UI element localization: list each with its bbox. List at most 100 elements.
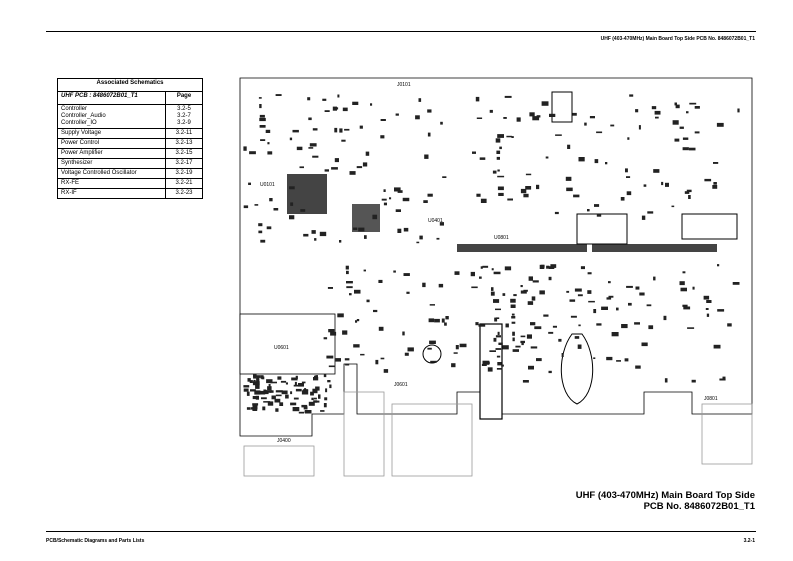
- pcb-pad: [344, 128, 350, 131]
- pcb-pad: [539, 290, 545, 295]
- pcb-pad: [451, 363, 456, 368]
- pcb-pad: [312, 128, 318, 131]
- pcb-pad: [326, 355, 334, 359]
- pcb-pad: [403, 273, 410, 276]
- pcb-pad: [322, 98, 327, 101]
- pcb-pad: [671, 205, 675, 208]
- schematic-page: 3.2-11: [165, 128, 203, 139]
- pcb-pad: [572, 112, 577, 116]
- pcb-pad: [335, 358, 341, 362]
- connector-j0400-outline: [243, 445, 315, 477]
- pcb-pad: [290, 402, 297, 406]
- pcb-pad: [436, 237, 440, 240]
- pcb-pad: [502, 345, 509, 350]
- pcb-pad: [422, 282, 426, 288]
- pcb-pad: [258, 223, 263, 227]
- pcb-pad: [606, 356, 613, 361]
- caption-line-2: PCB No. 8486072B01_T1: [643, 501, 755, 512]
- pcb-pad: [324, 169, 329, 172]
- pcb-pad: [682, 304, 688, 307]
- pcb-pad: [298, 411, 305, 414]
- pcb-pad: [525, 186, 532, 190]
- label-j0400: J0400: [277, 438, 291, 444]
- pcb-pad: [479, 157, 486, 160]
- pcb-pad: [253, 374, 257, 378]
- pcb-pad: [247, 378, 251, 382]
- label-j0801: J0801: [704, 396, 718, 402]
- pcb-pad: [328, 365, 335, 368]
- pcb-pad: [320, 410, 325, 412]
- pcb-pad: [608, 295, 614, 298]
- pcb-pad: [704, 178, 712, 182]
- pcb-pad: [495, 317, 500, 319]
- pcb-pad: [397, 190, 403, 193]
- pcb-pad: [611, 332, 619, 337]
- pcb-pad: [249, 380, 253, 383]
- pcb-pad: [323, 337, 328, 340]
- pcb-pad: [495, 138, 501, 143]
- pcb-pad: [565, 176, 572, 181]
- label-j0601: J0601: [394, 382, 408, 388]
- figure-caption: UHF (403-470MHz) Main Board Top Side PCB…: [576, 490, 755, 512]
- pcb-pad: [345, 363, 350, 366]
- pcb-pad: [574, 288, 582, 292]
- pcb-pad: [606, 297, 612, 300]
- pcb-pad: [692, 286, 695, 290]
- pcb-pad: [455, 345, 459, 350]
- pcb-pad: [610, 124, 615, 127]
- pcb-pad: [271, 395, 276, 400]
- pcb-pad: [543, 314, 549, 317]
- pcb-pad: [511, 136, 514, 138]
- pcb-pad: [512, 331, 515, 336]
- pcb-pad: [285, 382, 288, 385]
- pcb-pad: [313, 397, 317, 400]
- pcb-pad: [694, 106, 700, 109]
- pcb-pad: [296, 146, 303, 151]
- header-rule: [46, 31, 756, 32]
- pcb-pad: [427, 109, 432, 113]
- pcb-pad: [419, 235, 423, 240]
- ic-u0101: [287, 174, 327, 214]
- pcb-pad: [246, 391, 250, 396]
- pcb-pad: [341, 139, 346, 142]
- pcb-pad: [308, 147, 314, 149]
- pcb-pad: [498, 342, 503, 345]
- schematic-page: 3.2-15: [165, 148, 203, 159]
- pcb-pad: [354, 289, 361, 294]
- pcb-pad: [691, 379, 696, 383]
- pcb-pad: [424, 154, 429, 159]
- pcb-pad: [252, 381, 260, 386]
- pcb-pad: [355, 320, 358, 323]
- pcb-pad: [705, 308, 709, 310]
- pcb-pad: [315, 386, 320, 391]
- pcb-pad: [545, 156, 549, 159]
- pcb-pad: [393, 270, 396, 273]
- pcb-pad: [324, 110, 330, 112]
- pcb-pad: [250, 389, 256, 392]
- schematic-page: 3.2-21: [165, 178, 203, 189]
- pcb-pad: [323, 374, 327, 378]
- pcb-pad: [504, 266, 512, 271]
- pcb-pad: [491, 287, 494, 291]
- pcb-pad: [246, 407, 251, 410]
- pcb-pad: [439, 222, 444, 226]
- header-title: UHF (403-470MHz) Main Board Top Side PCB…: [600, 36, 755, 42]
- pcb-pad: [311, 230, 316, 234]
- pcb-pad: [493, 271, 501, 275]
- pcb-pad: [587, 290, 592, 294]
- pcb-pad: [292, 407, 300, 412]
- schematic-name-text: Synthesizer: [61, 160, 93, 166]
- pcb-pad: [654, 110, 661, 115]
- pcb-pad: [300, 209, 306, 212]
- pcb-pad: [397, 228, 402, 233]
- pcb-pad: [683, 306, 691, 310]
- pcb-pad: [703, 295, 710, 300]
- pcb-pad: [356, 319, 360, 322]
- pcb-pad: [275, 94, 282, 96]
- pcb-pad: [558, 338, 562, 342]
- pcb-pad: [395, 209, 401, 212]
- pcb-pad: [312, 388, 318, 394]
- pcb-pad: [536, 115, 541, 118]
- pcb-pad: [497, 362, 502, 366]
- schematic-page-text: 3.2-13: [175, 140, 193, 146]
